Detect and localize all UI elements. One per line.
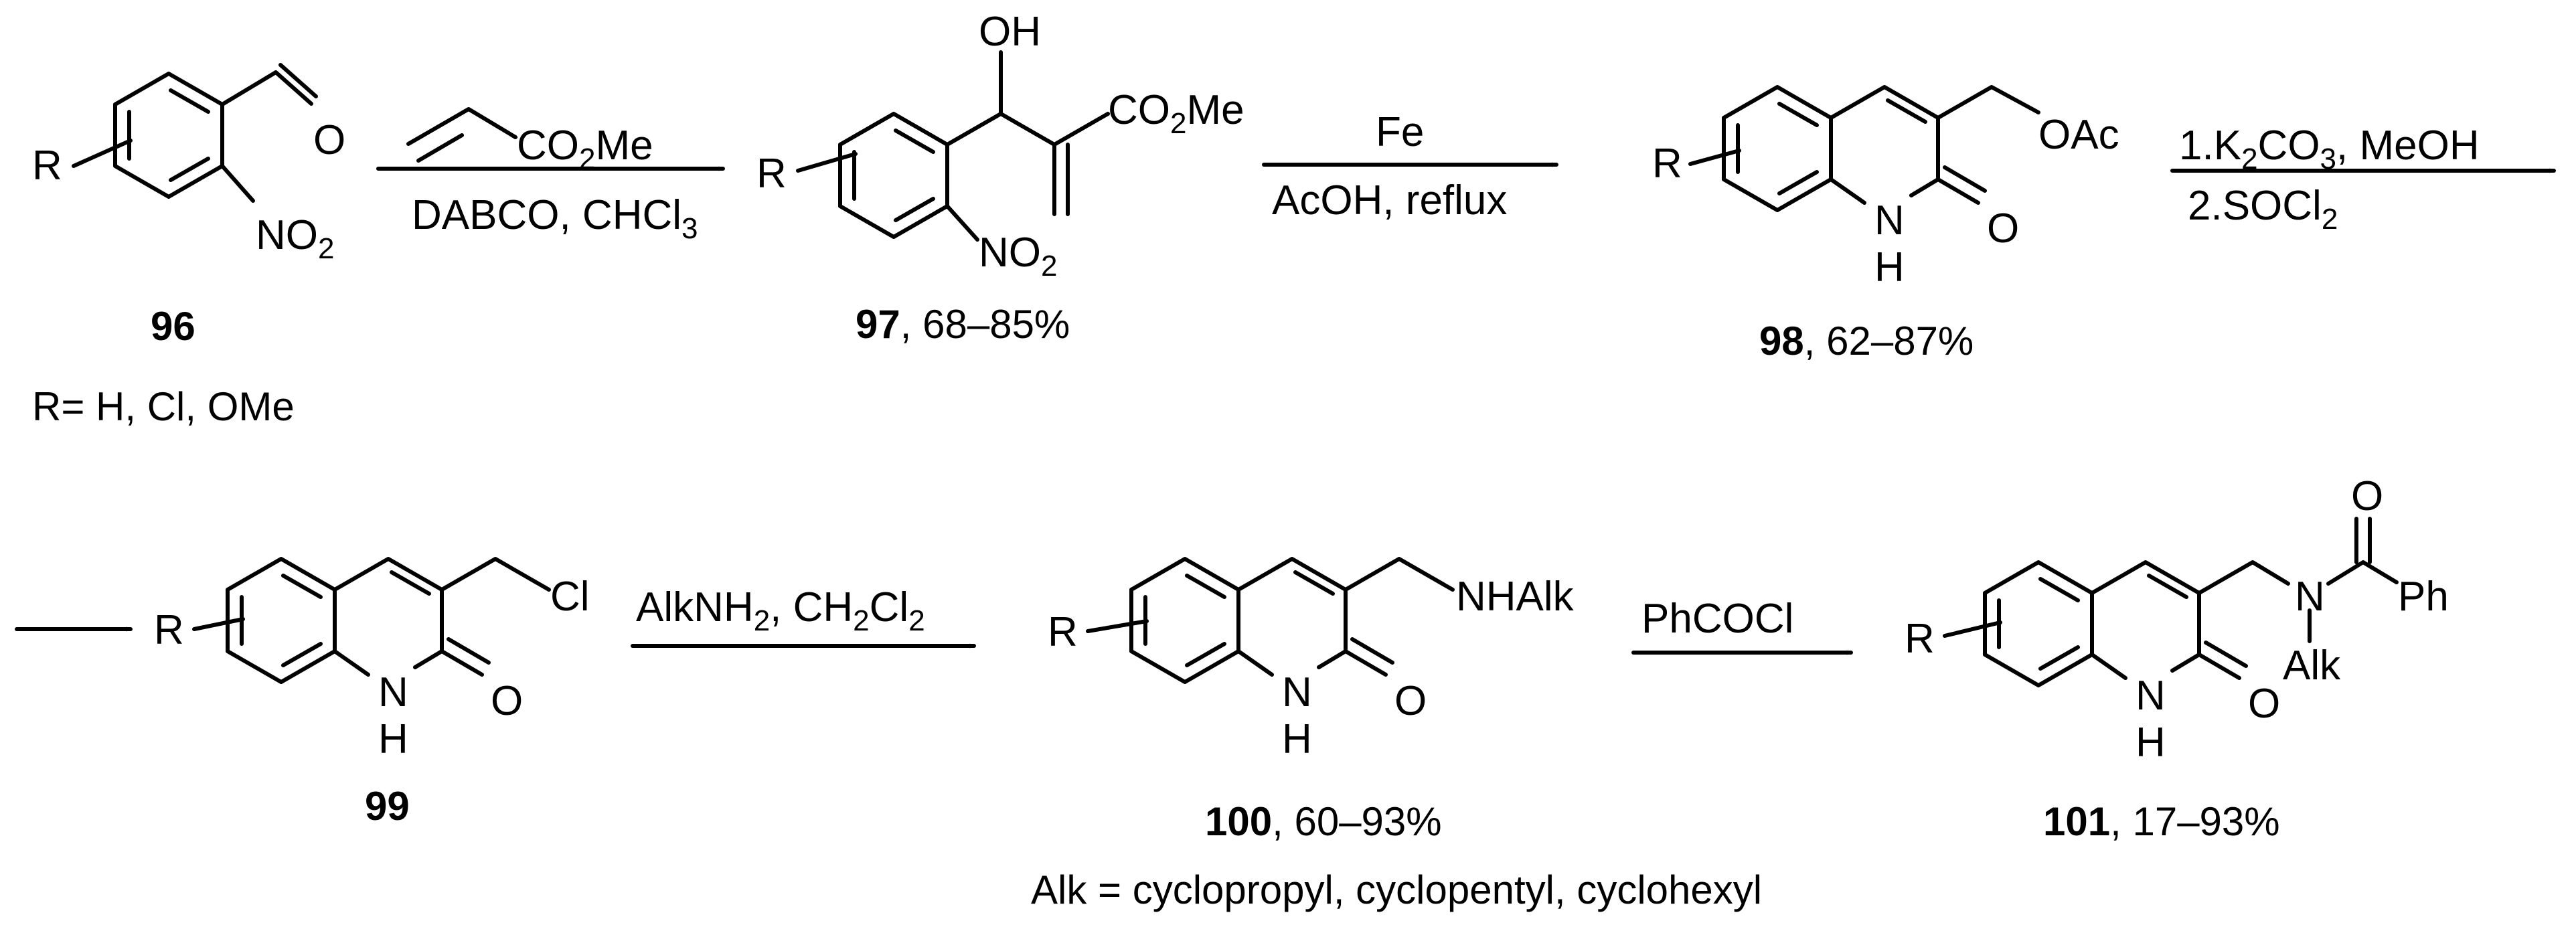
chlorine-label: Cl xyxy=(550,574,590,620)
r-substituent-bond xyxy=(1086,619,1149,633)
amide-linkage xyxy=(2197,517,2399,643)
reaction-arrow-4: AlkNH2, CH2Cl2 xyxy=(631,584,976,649)
reagent-benzoyl-chloride: PhCOCl xyxy=(1641,596,1793,642)
hydrogen-label: H xyxy=(1282,716,1312,762)
aldehyde-oxygen-label: O xyxy=(313,117,345,163)
quinolinone-core xyxy=(1722,85,1940,212)
carbonyl-oxygen-label: O xyxy=(2248,681,2280,727)
carbonyl-bond xyxy=(2197,641,2248,680)
amide-oxygen-label: O xyxy=(2351,473,2383,519)
r-label: R xyxy=(1905,616,1935,662)
compound-number-96: 96 xyxy=(151,304,195,349)
chloromethyl-bond xyxy=(440,557,551,592)
hydrogen-label: H xyxy=(378,716,408,762)
acrylate-ester-label: CO2Me xyxy=(517,122,653,175)
reagent-acoh: AcOH, reflux xyxy=(1272,177,1507,224)
r-label: R xyxy=(1652,141,1682,187)
methyl-acrylate-structure xyxy=(406,107,517,163)
hydrogen-label: H xyxy=(1874,244,1905,290)
quinolinone-core xyxy=(1129,557,1348,684)
phenyl-label: Ph xyxy=(2398,574,2449,620)
amine-label: NHAlk xyxy=(1456,574,1575,620)
hydroxyl-label: OH xyxy=(979,9,1041,55)
r-label: R xyxy=(154,607,184,653)
carbonyl-bond xyxy=(1936,165,1987,205)
compound-label-97: 97, 68–85% xyxy=(856,302,1070,347)
compound-label-101: 101, 17–93% xyxy=(2043,799,2280,844)
compound-101: O N Ph Alk R N H O 101, 17–93% xyxy=(1905,473,2449,844)
compound-98: OAc R N H O 98, 62–87% xyxy=(1652,85,2119,363)
reagent-amine: AlkNH2, CH2Cl2 xyxy=(636,584,925,637)
aminomethyl-bond xyxy=(1344,557,1455,592)
reaction-arrow-1: CO2Me DABCO, CHCl3 xyxy=(376,107,725,245)
acetoxy-label: OAc xyxy=(2038,112,2119,158)
nitro-bond xyxy=(945,204,979,242)
reaction-arrow-3: 1.K2CO3, MeOH 2.SOCl2 xyxy=(2170,122,2556,236)
compound-99: Cl R N H O 99 xyxy=(154,557,590,829)
nitrogen-label: N xyxy=(378,669,408,715)
nitrogen-label: N xyxy=(1874,197,1905,244)
carbinol-bond xyxy=(945,50,1110,216)
compound-97: OH CO2Me R NO2 97, 68–85% xyxy=(756,9,1244,347)
quinolinone-core xyxy=(226,557,444,684)
ester-label: CO2Me xyxy=(1108,87,1244,140)
alk-group-note: Alk = cyclopropyl, cyclopentyl, cyclohex… xyxy=(1031,867,1762,912)
acetoxymethyl-bond xyxy=(1936,85,2040,120)
reaction-arrow-5: PhCOCl xyxy=(1631,596,1853,655)
benzene-ring xyxy=(838,112,949,239)
reagent-socl2: 2.SOCl2 xyxy=(2188,183,2338,236)
carbonyl-bond xyxy=(1344,637,1394,677)
benzene-ring xyxy=(113,72,224,199)
compound-label-98: 98, 62–87% xyxy=(1759,319,1974,363)
nitro-label: NO2 xyxy=(979,230,1057,282)
r-substituent-bond xyxy=(1688,149,1741,166)
amide-nitrogen-label: N xyxy=(2295,574,2325,620)
reagent-k2co3: 1.K2CO3, MeOH xyxy=(2179,122,2480,175)
reagent-dabco: DABCO, CHCl3 xyxy=(412,192,698,245)
compound-100: NHAlk R N H O 100, 60–93% Alk = cyclopro… xyxy=(1031,557,1762,912)
reaction-arrow-2: Fe AcOH, reflux xyxy=(1262,109,1558,224)
reagent-fe: Fe xyxy=(1376,109,1424,155)
alkyl-label: Alk xyxy=(2283,643,2341,689)
quinolinone-core xyxy=(1983,560,2201,687)
aldehyde-bond xyxy=(220,63,318,106)
r-substituent-bond xyxy=(192,617,245,631)
carbonyl-oxygen-label: O xyxy=(1987,205,2019,252)
nitro-label: NO2 xyxy=(256,212,334,265)
r-label: R xyxy=(1048,609,1078,655)
r-label: R xyxy=(32,143,62,189)
r-substituent-bond xyxy=(796,152,858,173)
r-group-note: R= H, Cl, OMe xyxy=(32,384,295,429)
compound-96: R O NO2 96 R= H, Cl, OMe xyxy=(32,63,345,429)
hydrogen-label: H xyxy=(2136,720,2166,766)
carbonyl-oxygen-label: O xyxy=(491,678,523,724)
compound-number-99: 99 xyxy=(365,784,410,829)
r-substituent-bond xyxy=(1943,620,2002,638)
nitrogen-label: N xyxy=(1282,669,1312,715)
nitrogen-label: N xyxy=(2136,673,2166,719)
r-label: R xyxy=(756,151,787,197)
compound-label-100: 100, 60–93% xyxy=(1205,799,1442,844)
nitro-bond xyxy=(220,164,255,203)
carbonyl-bond xyxy=(440,637,491,677)
carbonyl-oxygen-label: O xyxy=(1394,678,1427,724)
r-substituent-bond xyxy=(72,139,133,168)
